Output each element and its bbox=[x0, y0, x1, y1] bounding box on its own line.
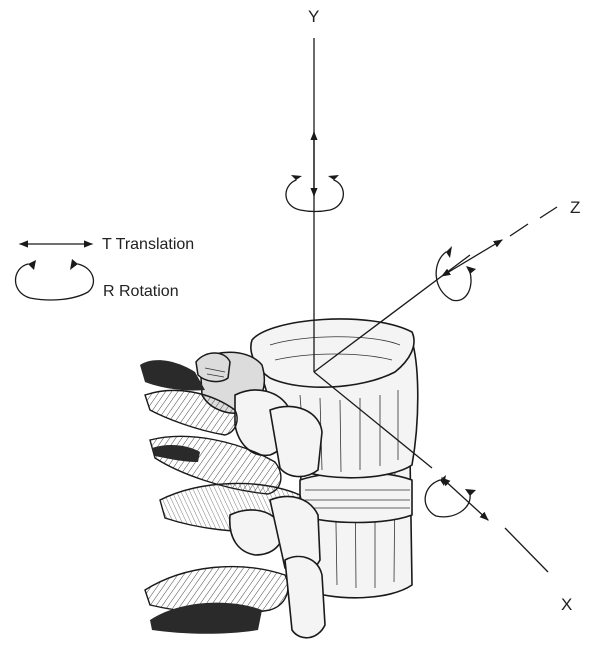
legend: T Translation R Rotation bbox=[16, 236, 195, 300]
y-axis-label: Y bbox=[308, 7, 319, 26]
y-axis-motion-symbols bbox=[286, 132, 343, 212]
z-axis-motion-symbols bbox=[436, 240, 502, 301]
vertebrae-illustration bbox=[140, 319, 418, 638]
z-axis-label: Z bbox=[570, 198, 580, 217]
x-axis-motion-symbols bbox=[425, 475, 488, 520]
rotation-loop-icon bbox=[16, 259, 94, 300]
x-axis-label: X bbox=[561, 595, 572, 614]
legend-translation-label: T Translation bbox=[102, 236, 194, 253]
legend-rotation-label: R Rotation bbox=[103, 283, 179, 300]
